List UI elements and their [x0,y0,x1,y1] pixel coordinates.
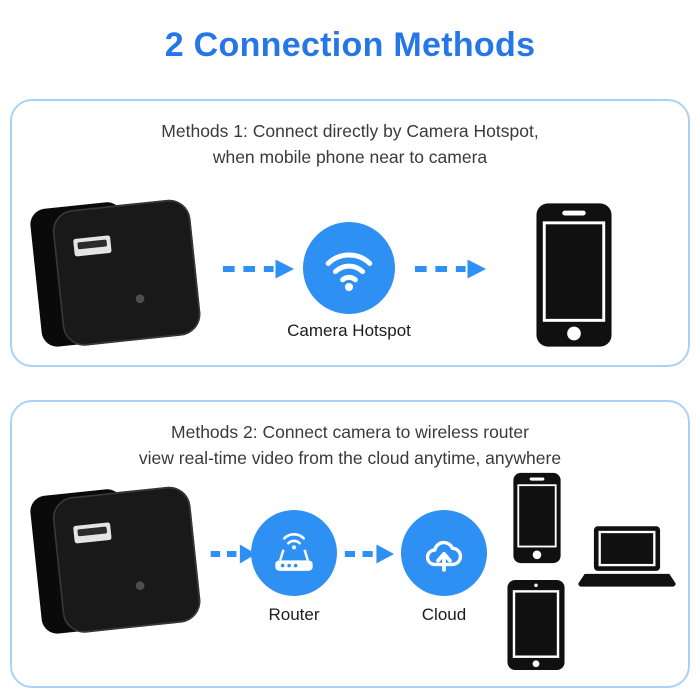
router-node [251,510,337,596]
camera-charger-illustration [18,466,213,644]
heading-line: Methods 1: Connect directly by Camera Ho… [161,121,539,141]
cloud-label: Cloud [421,605,467,624]
heading-line: view real-time video from the cloud anyt… [138,448,562,469]
method-2-panel: Methods 2: Connect camera to wireless ro… [10,400,690,688]
laptop-icon [577,520,677,594]
page-title: 2 Connection Methods [164,26,536,64]
camera-hotspot-label: Camera Hotspot [287,321,411,340]
wifi-icon [320,239,378,297]
method-1-panel: Methods 1: Connect directly by Camera Ho… [10,99,690,367]
dashed-arrow-icon [343,543,395,565]
method-2-heading: Methods 2: Connect camera to wireless ro… [12,419,688,472]
camera-hotspot-node [303,222,395,314]
method-1-heading: Methods 1: Connect directly by Camera Ho… [12,118,688,171]
heading-line: Methods 2: Connect camera to wireless ro… [171,422,529,442]
tablet-icon [506,578,566,672]
camera-charger-illustration [18,179,213,357]
smartphone-icon [535,201,613,349]
cloud-node [401,510,487,596]
router-icon [268,527,320,579]
router-label: Router [268,605,320,624]
cloud-upload-icon [417,526,471,580]
dashed-arrow-icon [413,258,487,280]
dashed-arrow-icon [221,258,295,280]
heading-line: when mobile phone near to camera [212,147,488,168]
dashed-arrow-icon [209,543,257,565]
smartphone-icon [510,472,564,564]
